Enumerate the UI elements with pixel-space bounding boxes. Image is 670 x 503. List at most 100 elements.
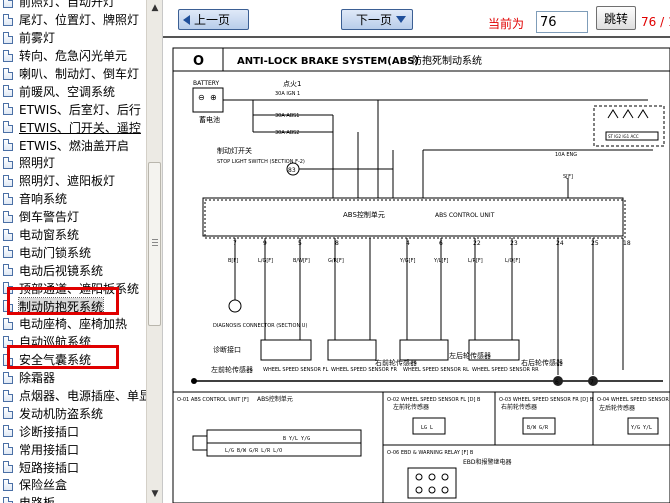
- sidebar-item-label: 短路接插口: [19, 460, 80, 475]
- sidebar-item-label: 电动门锁系统: [19, 245, 92, 260]
- sidebar-item[interactable]: 转向、危急闪光单元: [0, 47, 146, 65]
- section-letter: O: [193, 54, 204, 69]
- svg-text:Y/G Y/L: Y/G Y/L: [631, 425, 652, 431]
- sidebar-item[interactable]: 点烟器、电源插座、单显: [0, 387, 146, 405]
- svg-text:23: 23: [510, 240, 518, 247]
- document-icon: [3, 228, 13, 241]
- sidebar-item[interactable]: 电动后视镜系统: [0, 261, 146, 279]
- document-icon: [3, 282, 13, 295]
- sidebar-item-label: 转向、危急闪光单元: [19, 49, 128, 64]
- document-icon: [3, 67, 13, 80]
- svg-text:B/W G/R: B/W G/R: [527, 425, 549, 431]
- document-icon: [3, 496, 13, 503]
- cn-rr-label: 右后轮传感器: [521, 358, 563, 367]
- sidebar-item[interactable]: 诊断接插口: [0, 422, 146, 440]
- svg-text:⊕: ⊕: [210, 93, 217, 102]
- sidebar-item[interactable]: 常用接插口: [0, 440, 146, 458]
- sidebar-item[interactable]: 照明灯: [0, 154, 146, 172]
- sidebar-item[interactable]: 自动巡航系统: [0, 333, 146, 351]
- svg-text:B Y/L Y/G: B Y/L Y/G: [283, 436, 310, 442]
- sidebar-item[interactable]: 制动防抱死系统: [0, 297, 146, 316]
- sidebar-item-label: 前雾灯: [19, 31, 56, 46]
- sensor-boxes: [260, 339, 520, 361]
- sidebar-item-label: 发动机防盗系统: [19, 406, 104, 421]
- sidebar-item[interactable]: 尾灯、位置灯、牌照灯: [0, 11, 146, 29]
- abs-unit-en: ABS CONTROL UNIT: [435, 212, 495, 219]
- scrollbar-thumb[interactable]: [148, 162, 161, 326]
- sidebar-item[interactable]: 安全气囊系统: [0, 351, 146, 369]
- main-viewer: 上一页 下一页 当前为 跳转 76 / 1 O ANTI-LOCK BRAKE …: [163, 0, 670, 503]
- svg-text:L/G[F]: L/G[F]: [258, 258, 273, 264]
- conn-o04-cn: 左后轮传感器: [599, 404, 635, 412]
- conn-o02-label: O-02 WHEEL SPEED SENSOR FL [D] B: [387, 397, 481, 403]
- stop-light-en: STOP LIGHT SWITCH (SECTION F-2): [217, 159, 305, 165]
- sidebar-item[interactable]: 电路板: [0, 494, 146, 503]
- sidebar-item[interactable]: 除霜器: [0, 369, 146, 387]
- conn-o03-cn: 右前轮传感器: [501, 403, 537, 411]
- svg-text:Y/G[F]: Y/G[F]: [399, 258, 415, 264]
- sidebar-item[interactable]: 短路接插口: [0, 458, 146, 476]
- document-icon: [3, 246, 13, 259]
- sensor-rl-label: WHEEL SPEED SENSOR RL: [403, 367, 469, 373]
- arrow-up-icon[interactable]: ▲: [151, 3, 159, 13]
- document-icon: [3, 425, 13, 438]
- conn-o06-cn: EBD和报警继电器: [463, 458, 512, 466]
- sidebar-item-label: 前照灯、自动开灯: [19, 0, 116, 10]
- prev-page-button[interactable]: 上一页: [178, 9, 249, 30]
- sidebar-item-label: 尾灯、位置灯、牌照灯: [19, 13, 140, 28]
- sidebar-item-label: ETWIS、燃油盖开启: [19, 138, 129, 153]
- sensor-fl-label: WHEEL SPEED SENSOR FL: [263, 367, 328, 373]
- sidebar-item[interactable]: 倒车警告灯: [0, 208, 146, 226]
- sidebar-item[interactable]: 喇叭、制动灯、倒车灯: [0, 65, 146, 83]
- svg-text:LG L: LG L: [421, 425, 433, 431]
- sidebar-item[interactable]: 电动窗系统: [0, 226, 146, 244]
- sidebar-item-label: 照明灯: [19, 156, 56, 171]
- sidebar-item[interactable]: 前照灯、自动开灯: [0, 0, 146, 11]
- battery-cn: 蓄电池: [199, 115, 220, 124]
- next-page-label: 下一页: [356, 13, 393, 27]
- cn-fl-label: 左前轮传感器: [211, 365, 253, 374]
- diagram-title-cn: 防抱死制动系统: [412, 54, 482, 67]
- document-icon: [3, 461, 13, 474]
- sidebar-item-label: 音响系统: [19, 192, 68, 207]
- sidebar-item[interactable]: 前雾灯: [0, 29, 146, 47]
- document-icon: [3, 85, 13, 98]
- fuse-abs2: 30A ABS2: [275, 130, 300, 136]
- page-count: 76 / 1: [641, 15, 670, 29]
- sidebar-item[interactable]: 电动门锁系统: [0, 243, 146, 261]
- svg-text:S[F]: S[F]: [563, 174, 573, 180]
- cn-fr-label: 右前轮传感器: [375, 358, 417, 367]
- document-icon: [3, 174, 13, 187]
- sidebar-item[interactable]: ETWIS、门开关、遥控: [0, 118, 146, 136]
- sidebar-item[interactable]: 照明灯、遮阳板灯: [0, 172, 146, 190]
- connector-o01-drawing: B Y/L Y/G L/G B/W G/R L/R L/O: [192, 429, 362, 457]
- sidebar-item[interactable]: 顶部通道、遮阳板系统: [0, 279, 146, 297]
- document-icon: [3, 317, 13, 330]
- document-icon: [3, 443, 13, 456]
- sidebar-item[interactable]: 发动机防盗系统: [0, 404, 146, 422]
- stop-light-cn: 制动灯开关: [217, 146, 252, 155]
- triangle-left-icon: [183, 14, 190, 25]
- sidebar-item-label: 电路板: [19, 494, 55, 503]
- sidebar-item[interactable]: 电动座椅、座椅加热: [0, 315, 146, 333]
- document-icon: [3, 13, 13, 26]
- svg-text:18: 18: [623, 240, 631, 247]
- sidebar-item[interactable]: 音响系统: [0, 190, 146, 208]
- svg-text:6: 6: [555, 379, 559, 386]
- svg-text:G/R[F]: G/R[F]: [328, 258, 344, 264]
- jump-button[interactable]: 跳转: [596, 6, 636, 30]
- sidebar-item-label: ETWIS、门开关、遥控: [19, 120, 141, 135]
- svg-text:22: 22: [473, 240, 481, 247]
- sidebar-item[interactable]: ETWIS、后室灯、后行: [0, 100, 146, 118]
- page-number-input[interactable]: [536, 11, 588, 33]
- document-icon: [3, 264, 13, 277]
- next-page-button[interactable]: 下一页: [341, 9, 413, 30]
- sidebar-item[interactable]: 前暖风、空调系统: [0, 82, 146, 100]
- triangle-down-icon: [396, 16, 407, 23]
- sidebar-item[interactable]: 保险丝盒: [0, 476, 146, 494]
- document-icon: [3, 371, 13, 384]
- sidebar-scrollbar[interactable]: ▲ ▼: [146, 0, 162, 503]
- sidebar-item[interactable]: ETWIS、燃油盖开启: [0, 136, 146, 154]
- arrow-down-icon[interactable]: ▼: [151, 489, 159, 499]
- conn-o06-label: O-06 EBD & WARNING RELAY [F] B: [387, 450, 474, 456]
